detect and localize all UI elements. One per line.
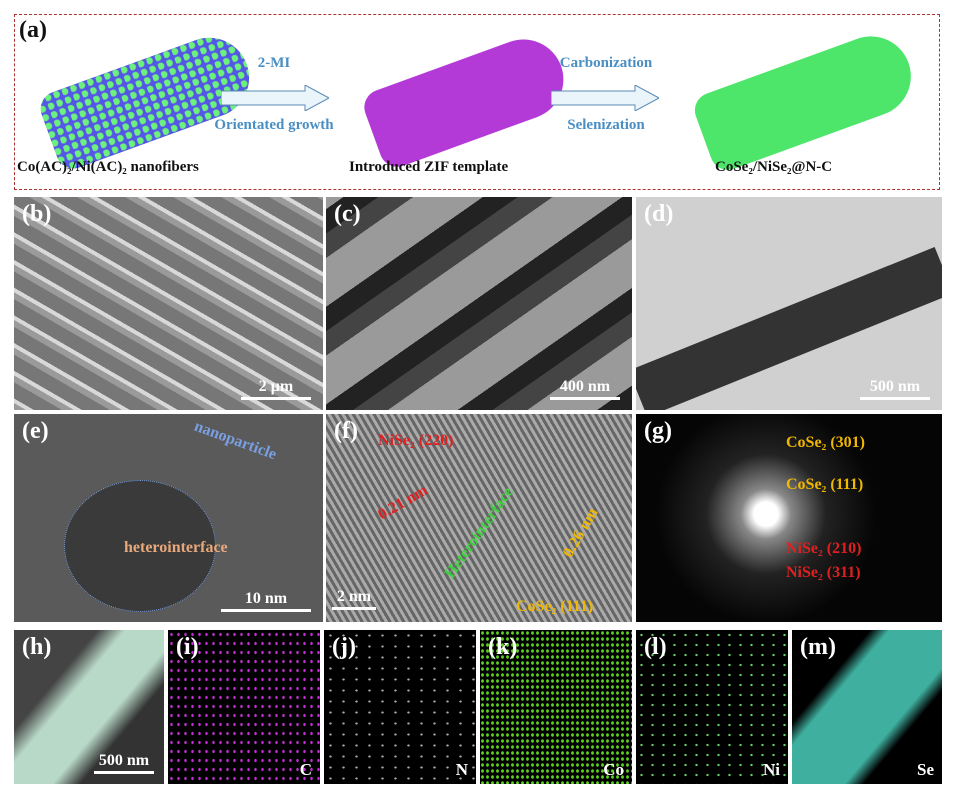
panel-l-eds-ni: (l) Ni [636,630,788,784]
heterointerface-label: heterointerface [124,539,228,556]
element-label: Co [603,760,624,779]
panel-b-sem: (b) 2 μm [14,197,323,410]
d-spacing-nise2: 0.21 nm [375,481,431,524]
panel-i-eds-c: (i) C [168,630,320,784]
ring-label: CoSe₂ (111) [786,476,864,493]
element-label: Se [917,760,934,779]
nanoparticle-label: nanoparticle [191,417,279,464]
stage3-caption: CoSe₂/NiSe₂@N-C [715,159,833,175]
cose2-plane-label: CoSe₂ (111) [516,598,594,615]
panel-label: (a) [19,17,47,43]
arrow-icon [221,85,329,111]
panel-label: (b) [22,201,52,227]
scale-bar: 500 nm [860,378,930,400]
panel-m-eds-se: (m) Se [792,630,942,784]
element-label: Ni [763,760,780,779]
scale-bar: 2 nm [332,588,376,610]
arrow2-top-label: Carbonization [559,55,653,71]
panel-label: (j) [332,634,356,660]
panel-label: (f) [334,418,358,444]
stage1-caption: Co(AC)₂/Ni(AC)₂ nanofibers [17,159,199,175]
nise2-plane-label: NiSe₂ (220) [378,432,454,449]
scale-bar: 10 nm [221,590,311,612]
panel-label: (k) [488,634,518,660]
panel-c-sem: (c) 400 nm [326,197,632,410]
nanoparticle-outline [64,480,216,612]
scale-bar: 2 μm [241,378,311,400]
ring-label: CoSe₂ (301) [786,434,866,451]
panel-e-hrtem: (e) nanoparticle heterointerface 10 nm [14,414,323,622]
arrow-icon [551,85,659,111]
arrow2-bottom-label: Selenization [567,117,645,133]
panel-h-haadf: (h) 500 nm [14,630,164,784]
zif-nanofiber [359,28,575,172]
panel-label: (i) [176,634,199,660]
panel-j-eds-n: (j) N [324,630,476,784]
element-label: N [455,760,468,779]
panel-label: (e) [22,418,49,444]
panel-label: (c) [334,201,361,227]
panel-g-saed: (g) CoSe₂ (301) CoSe₂ (111) NiSe₂ (210) … [636,414,942,622]
panel-d-tem: (d) 500 nm [636,197,942,410]
panel-label: (l) [644,634,667,660]
stage2-caption: Introduced ZIF template [349,159,509,175]
panel-label: (m) [800,634,836,660]
panel-k-eds-co: (k) Co [480,630,632,784]
panel-f-hrtem: (f) NiSe₂ (220) 0.21 nm Heterointerface … [326,414,632,622]
cose2-nanofiber [689,25,923,175]
panel-a-schematic: (a) 2-MI Orientated growth Carbonization… [14,14,940,190]
arrow1-top-label: 2-MI [257,55,291,71]
ring-label: NiSe₂ (210) [786,540,862,557]
panel-label: (d) [644,201,674,227]
panel-label: (h) [22,634,52,660]
arrow1-bottom-label: Orientated growth [214,117,334,133]
scale-bar: 400 nm [550,378,620,400]
scale-bar: 500 nm [94,752,154,774]
panel-label: (g) [644,418,672,444]
heterointerface-label: Heterointerface [441,483,517,582]
d-spacing-cose2: 0.26 nm [559,505,602,561]
ring-label: NiSe₂ (311) [786,564,861,581]
element-label: C [299,760,312,779]
